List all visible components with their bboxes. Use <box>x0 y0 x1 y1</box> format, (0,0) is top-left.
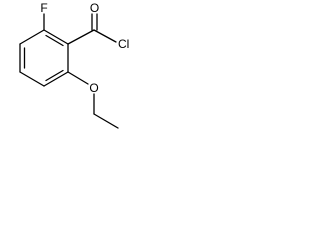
chlorine-atom-label: Cl <box>118 37 129 51</box>
ring-bond-top-right <box>43 29 69 45</box>
methoxy-oxygen-atom-label: O <box>89 81 98 95</box>
bond-methyl <box>93 113 119 129</box>
bond-ring-methoxy-oxygen <box>67 71 89 85</box>
carbonyl-oxygen-atom-label: O <box>90 1 99 15</box>
ring-double-bond-top-right <box>45 34 64 47</box>
chemical-structure-diagram: F O Cl O <box>19 1 129 129</box>
ring-bond-bottom-left <box>19 71 45 87</box>
benzene-ring <box>19 29 69 87</box>
bond-ring-carbonyl-carbon <box>67 29 95 45</box>
ring-bond-top-left <box>19 29 45 45</box>
ring-bond-bottom-right <box>43 71 69 87</box>
bond-carbonyl-chlorine <box>93 29 117 43</box>
ring-double-bond-bottom-right <box>45 69 64 82</box>
fluorine-atom-label: F <box>40 1 47 15</box>
